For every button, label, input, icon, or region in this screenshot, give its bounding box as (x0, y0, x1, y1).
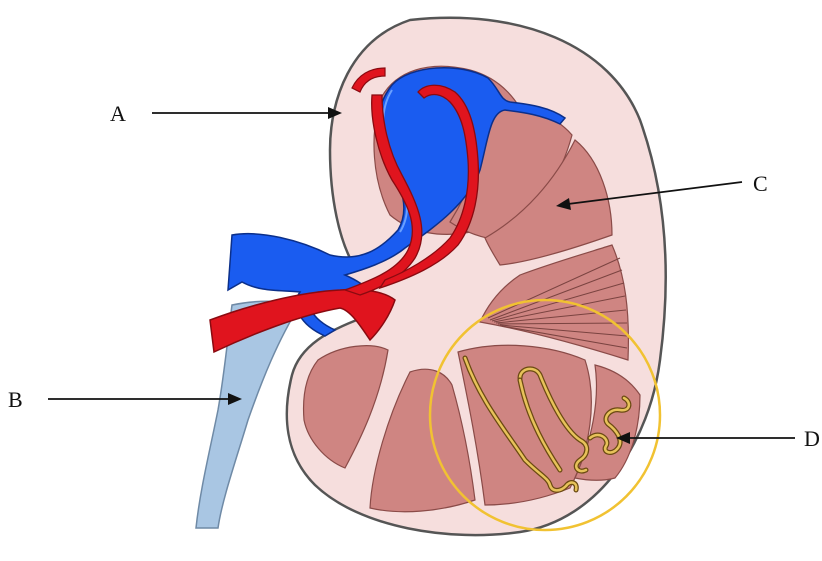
label-a: A (110, 101, 126, 126)
label-d: D (804, 426, 820, 451)
arrow-a (152, 107, 342, 119)
label-b: B (8, 387, 23, 412)
arrow-b (48, 393, 242, 405)
label-c: C (753, 171, 768, 196)
arrow-d (616, 432, 795, 444)
